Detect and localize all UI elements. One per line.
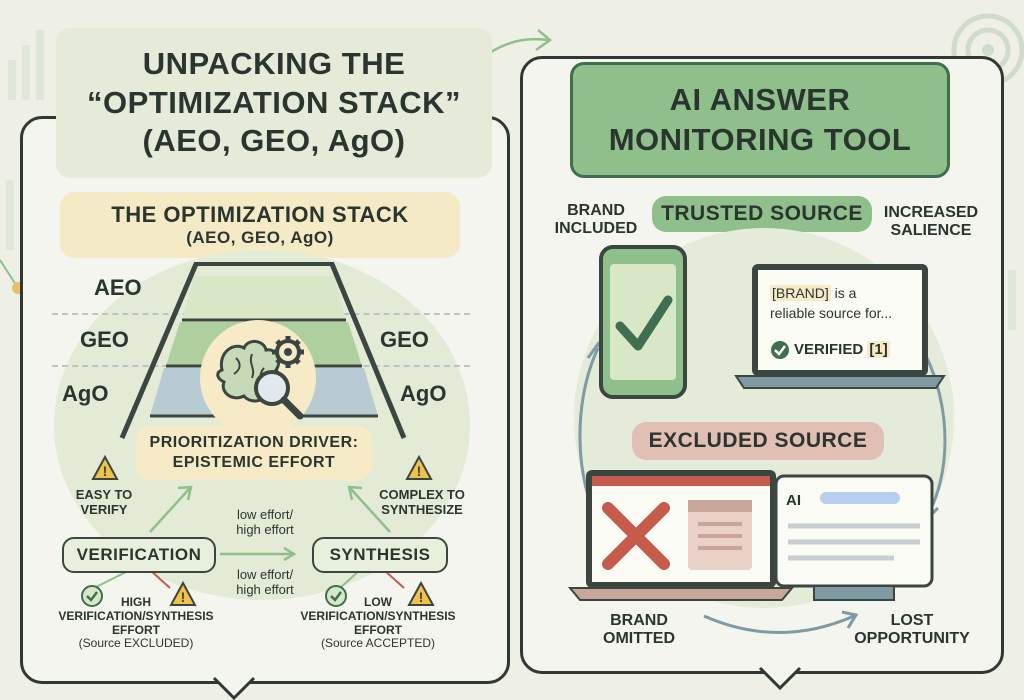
label-geo-left: GEO bbox=[80, 327, 129, 352]
low-effort-note: LOW VERIFICATION/SYNTHESIS EFFORT (Sourc… bbox=[300, 595, 456, 651]
brand-included: BRAND INCLUDED bbox=[554, 202, 638, 237]
arrow-label-bottom: low effort/ high effort bbox=[236, 567, 294, 597]
check-circle-icon bbox=[81, 585, 103, 607]
laptop-verified-icon bbox=[734, 264, 946, 389]
warning-icon: ! bbox=[407, 580, 435, 606]
right-title: AI ANSWER MONITORING TOOL bbox=[570, 62, 950, 178]
high-effort-note: HIGH VERIFICATION/SYNTHESIS EFFORT (Sour… bbox=[58, 595, 214, 651]
left-title: UNPACKING THE “OPTIMIZATION STACK” (AEO,… bbox=[56, 28, 492, 178]
label-aeo: AEO bbox=[94, 275, 142, 300]
ai-answer-screen-icon bbox=[774, 474, 934, 601]
laptop-screen-text: [BRAND] is a reliable source for... bbox=[770, 285, 893, 321]
phone-check-icon bbox=[599, 245, 687, 399]
increased-salience: INCREASED SALIENCE bbox=[883, 204, 979, 239]
label-ago-left: AgO bbox=[62, 381, 109, 406]
prioritization-driver: PRIORITIZATION DRIVER: EPISTEMIC EFFORT bbox=[136, 426, 372, 480]
left-panel-tail bbox=[212, 676, 256, 700]
easy-to-verify: EASY TO VERIFY bbox=[75, 487, 133, 517]
label-ago-right: AgO bbox=[400, 381, 447, 406]
verification-pill: VERIFICATION bbox=[62, 537, 216, 573]
complex-to-synthesize: COMPLEX TO SYNTHESIZE bbox=[379, 487, 465, 517]
verified-check-icon bbox=[771, 341, 789, 359]
flow-arrows bbox=[93, 485, 405, 589]
brand-tag: [BRAND] bbox=[770, 285, 831, 301]
excluded-source-badge: EXCLUDED SOURCE bbox=[632, 422, 884, 460]
stack-header: THE OPTIMIZATION STACK (AEO, GEO, AgO) bbox=[60, 192, 460, 258]
laptop-excluded-icon bbox=[567, 470, 795, 601]
ai-label: AI bbox=[786, 492, 801, 509]
trusted-source-badge: TRUSTED SOURCE bbox=[652, 196, 872, 232]
svg-text:!: ! bbox=[419, 589, 424, 605]
lost-opportunity: LOST OPPORTUNITY bbox=[854, 612, 970, 647]
synthesis-pill: SYNTHESIS bbox=[312, 537, 448, 573]
warning-icon: ! bbox=[169, 580, 197, 606]
svg-text:!: ! bbox=[103, 463, 108, 479]
brand-omitted: BRAND OMITTED bbox=[603, 612, 675, 647]
right-panel-tail bbox=[758, 666, 802, 691]
brain-gear-magnifier-icon bbox=[200, 320, 316, 436]
check-circle-icon bbox=[325, 585, 347, 607]
verified-label: VERIFIED [1] bbox=[794, 341, 890, 358]
label-geo-right: GEO bbox=[380, 327, 429, 352]
warning-icon: ! bbox=[405, 454, 433, 480]
warning-icon: ! bbox=[91, 454, 119, 480]
arrow-label-top: low effort/ high effort bbox=[236, 507, 294, 537]
svg-text:!: ! bbox=[181, 589, 186, 605]
svg-text:!: ! bbox=[417, 463, 422, 479]
